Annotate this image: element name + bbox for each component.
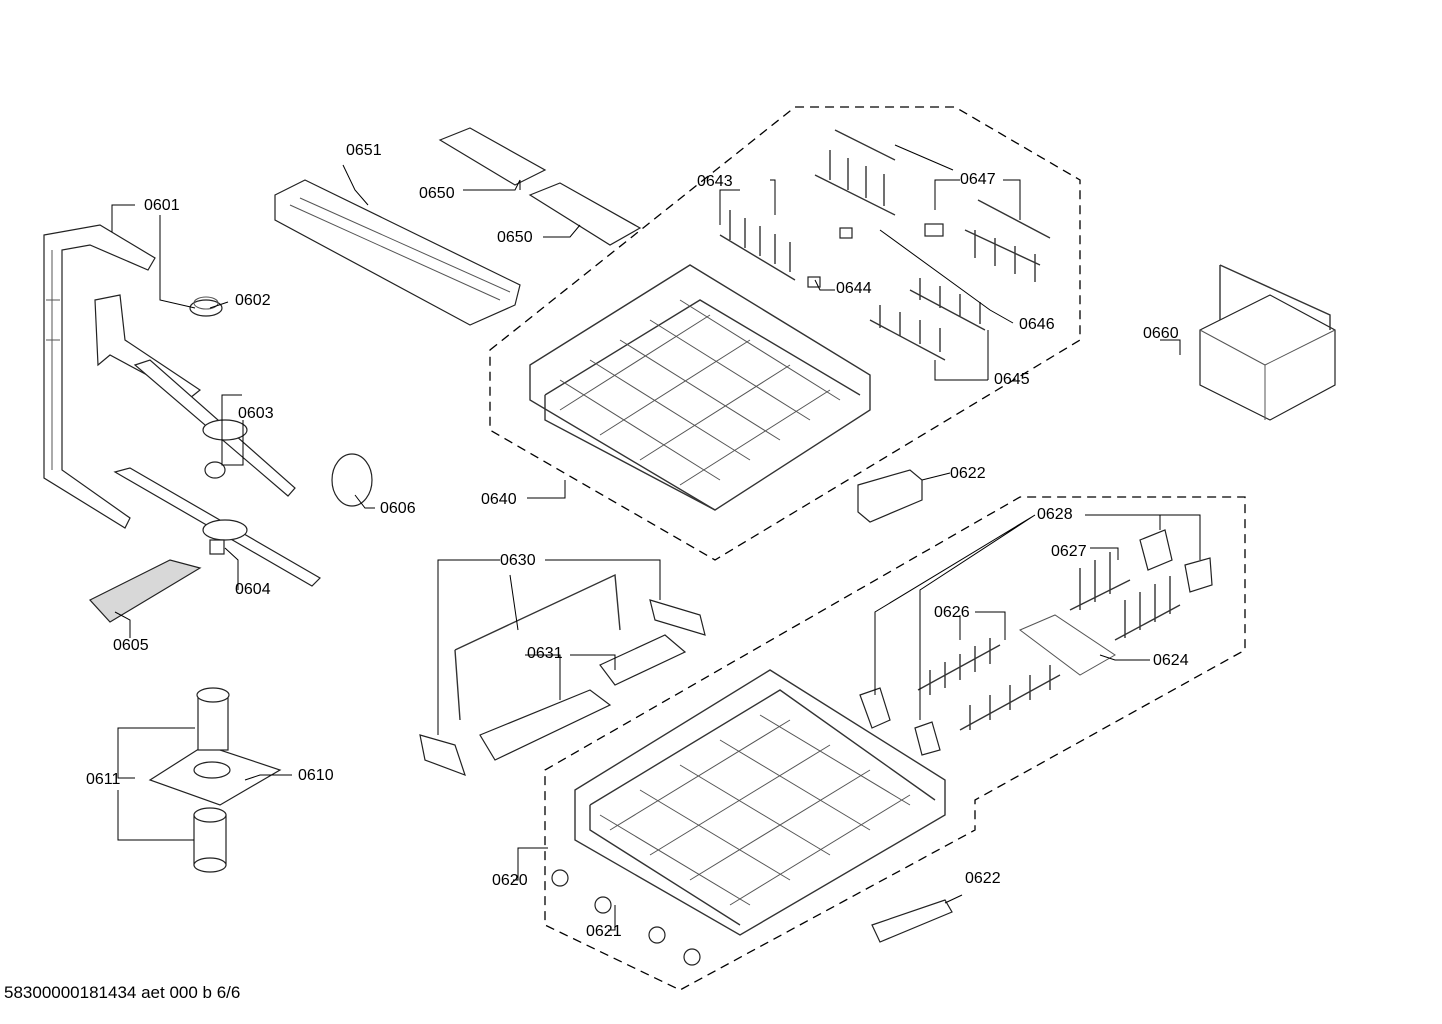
- label-0602: 0602: [235, 292, 271, 309]
- ring-0602: [189, 296, 223, 317]
- wire-rack-0630: [454, 573, 621, 721]
- cutlery-basket-0660: [1199, 264, 1336, 421]
- tray-insert-0650-b: [528, 182, 642, 246]
- label-0621: 0621: [586, 923, 622, 940]
- lower-spray-arm-0604: [113, 467, 321, 587]
- label-0627: 0627: [1051, 543, 1087, 560]
- label-0624: 0624: [1153, 652, 1189, 669]
- label-0628: 0628: [1037, 506, 1073, 523]
- label-0601: 0601: [144, 197, 180, 214]
- lower-racks-0624-0628: [859, 529, 1213, 756]
- label-0660: 0660: [1143, 325, 1179, 342]
- tray-insert-0650-a: [438, 127, 547, 186]
- label-0610: 0610: [298, 767, 334, 784]
- lower-basket-group-outline: [544, 496, 1246, 991]
- label-0640: 0640: [481, 491, 517, 508]
- label-0651: 0651: [346, 142, 382, 159]
- label-0626: 0626: [934, 604, 970, 621]
- filter-assembly-0610-0611: [148, 687, 282, 873]
- label-0611: 0611: [86, 771, 121, 788]
- label-0620: 0620: [492, 872, 528, 889]
- label-0630: 0630: [500, 552, 536, 569]
- label-0645: 0645: [994, 371, 1030, 388]
- label-0622-upper: 0622: [950, 465, 986, 482]
- cover-0605: [89, 559, 202, 623]
- wheels-0621: [551, 869, 701, 966]
- label-0604: 0604: [235, 581, 271, 598]
- label-0622-lower: 0622: [965, 870, 1001, 887]
- document-footer: 58300000181434 aet 000 b 6/6: [4, 983, 241, 1002]
- disc-0606: [331, 453, 373, 507]
- clip-0622-upper: [857, 469, 923, 523]
- leader-lines: [111, 144, 1201, 931]
- label-0644: 0644: [836, 280, 872, 297]
- label-0643: 0643: [697, 173, 733, 190]
- label-0647: 0647: [960, 171, 996, 188]
- handle-0622-lower: [871, 899, 953, 943]
- label-0631: 0631: [527, 645, 563, 662]
- label-0646: 0646: [1019, 316, 1055, 333]
- upper-basket-0640: [529, 264, 871, 511]
- tine-strip-0631-a: [479, 689, 612, 761]
- holder-0630-b: [419, 734, 466, 777]
- holder-0630: [649, 599, 706, 636]
- tine-strip-0631-b: [599, 634, 687, 686]
- upper-spray-arm-0603: [94, 294, 296, 497]
- label-0605: 0605: [113, 637, 149, 654]
- lower-basket-0620: [574, 669, 946, 936]
- label-0603: 0603: [238, 405, 274, 422]
- label-0606: 0606: [380, 500, 416, 517]
- cutlery-tray-0651: [274, 179, 521, 326]
- label-0650-a: 0650: [419, 185, 455, 202]
- label-0650-b: 0650: [497, 229, 533, 246]
- upper-racks-0643-0647: [719, 129, 1051, 361]
- spray-pipe-0601: [43, 224, 156, 529]
